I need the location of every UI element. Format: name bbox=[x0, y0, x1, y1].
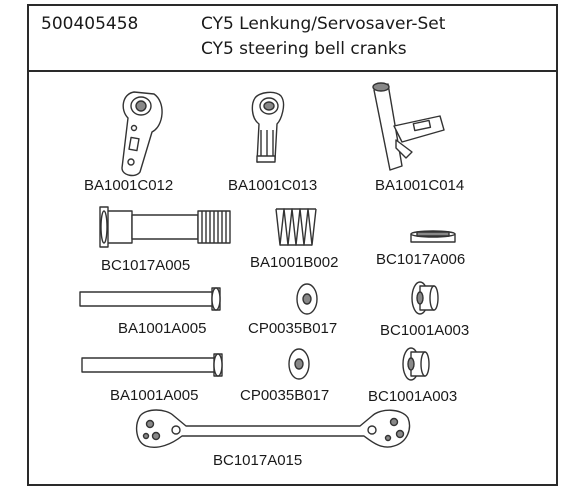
part-label: BC1017A006 bbox=[376, 251, 466, 268]
bushing-icon bbox=[411, 281, 439, 315]
bushing-icon bbox=[402, 347, 430, 381]
spring-icon bbox=[275, 208, 317, 246]
part-label: BA1001A005 bbox=[110, 387, 199, 404]
pin-shaft-icon bbox=[81, 353, 223, 377]
part-label: BA1001C013 bbox=[228, 177, 318, 194]
title-english: CY5 steering bell cranks bbox=[201, 39, 407, 59]
part-label: CP0035B017 bbox=[248, 320, 338, 337]
washer-icon bbox=[296, 283, 318, 315]
bell-crank-arm-icon bbox=[121, 91, 163, 177]
sheet-header: 500405458 CY5 Lenkung/Servosaver-Set CY5… bbox=[29, 6, 556, 72]
part-label: BC1001A003 bbox=[368, 388, 458, 405]
part-label: BA1001B002 bbox=[250, 254, 339, 271]
article-number: 500405458 bbox=[41, 14, 139, 34]
part-label: CP0035B017 bbox=[240, 387, 330, 404]
part-label: BA1001A005 bbox=[118, 320, 207, 337]
part-label: BC1017A015 bbox=[213, 452, 303, 469]
parts-sheet: 500405458 CY5 Lenkung/Servosaver-Set CY5… bbox=[27, 4, 558, 486]
part-label: BC1017A005 bbox=[101, 257, 191, 274]
servo-saver-arm-icon bbox=[251, 91, 285, 163]
part-label: BA1001C014 bbox=[375, 177, 465, 194]
drag-link-plate-icon bbox=[135, 409, 411, 448]
threaded-tube-icon bbox=[99, 206, 231, 248]
title-german: CY5 Lenkung/Servosaver-Set bbox=[201, 14, 446, 34]
bell-crank-post-icon bbox=[372, 82, 445, 171]
washer-icon bbox=[288, 348, 310, 380]
part-label: BA1001C012 bbox=[84, 177, 174, 194]
pin-shaft-icon bbox=[79, 287, 221, 311]
nut-icon bbox=[410, 230, 456, 243]
part-label: BC1001A003 bbox=[380, 322, 470, 339]
